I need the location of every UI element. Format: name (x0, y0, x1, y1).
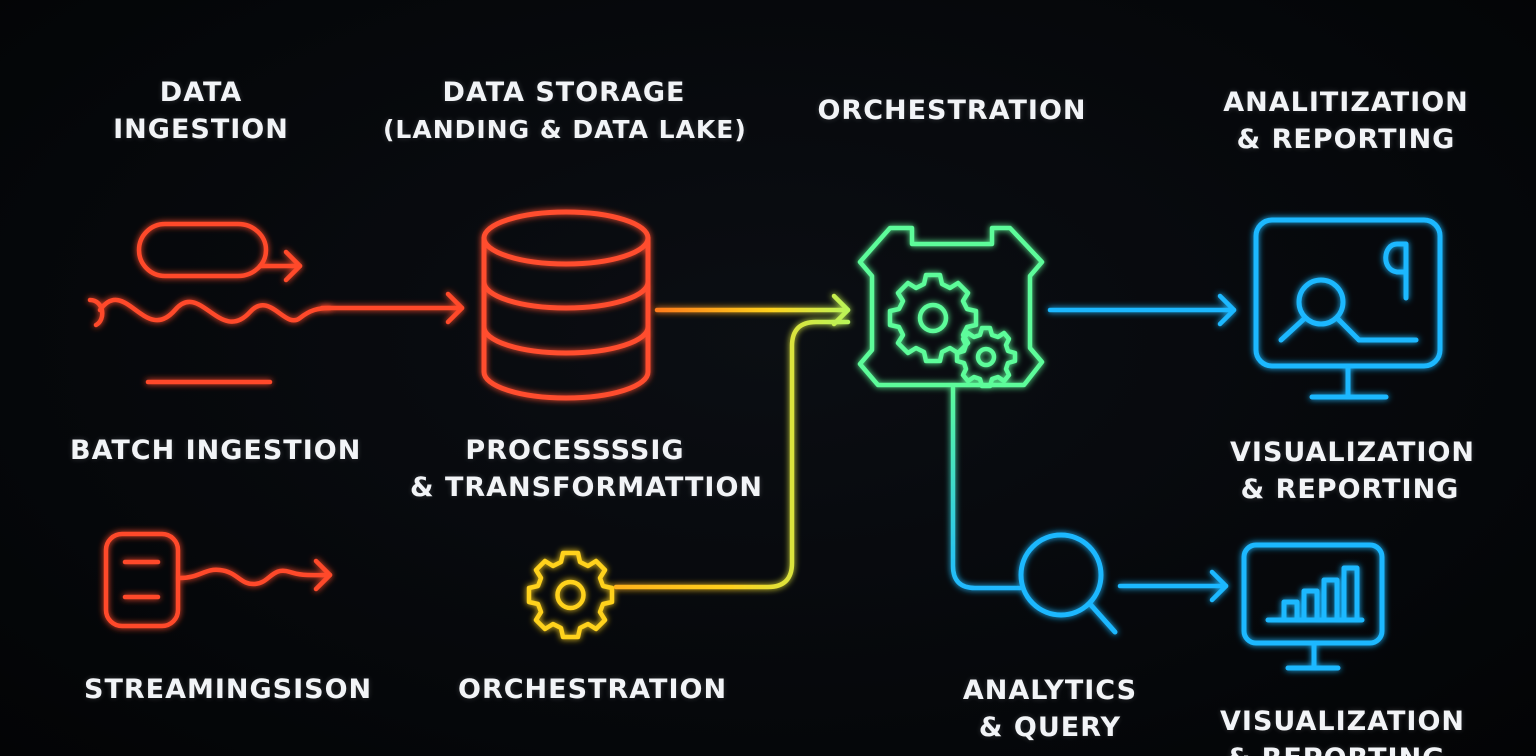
header-data-storage: DATA STORAGE (LANDING & DATA LAKE) (383, 77, 747, 144)
header-orchestration: ORCHESTRATION (817, 95, 1087, 126)
header-analitization-reporting: ANALITIZATION & REPORTING (1223, 87, 1469, 155)
label-batch-ingestion: BATCH INGESTION (70, 435, 362, 466)
orchestration-gears-icon (857, 225, 1045, 389)
arrow-query-to-visualization (1117, 569, 1229, 603)
monitor-bar-chart-icon (1241, 542, 1385, 671)
label-streaming: STREAMINGSISON (84, 674, 373, 705)
database-icon (481, 209, 651, 401)
arrow-storage-to-orchestration (654, 293, 851, 327)
label-processing-transformation: PROCESSSSIG & TRANSFORMATTION (410, 435, 763, 503)
label-analytics-query: ANALYTICS & QUERY (962, 675, 1138, 743)
arrow-batch-to-storage (319, 291, 465, 325)
gear-icon (526, 550, 615, 640)
header-data-ingestion: DATA INGESTION (113, 77, 289, 145)
label-visualization-reporting-1: VISUALIZATION & REPORTING (1230, 437, 1476, 505)
batch-ingestion-icon (87, 221, 333, 385)
stream-device-icon (103, 531, 333, 629)
line-orchestration-to-query (950, 385, 1023, 591)
label-orchestration-small: ORCHESTRATION (458, 674, 728, 705)
monitor-search-icon (1253, 217, 1443, 400)
arrow-orchestration-to-visualization (1047, 293, 1237, 327)
line-gear-to-orchestration (613, 319, 851, 590)
magnifier-icon (1018, 532, 1118, 635)
label-visualization-reporting-2: VISUALIZATION & REPORTING (1220, 706, 1466, 756)
